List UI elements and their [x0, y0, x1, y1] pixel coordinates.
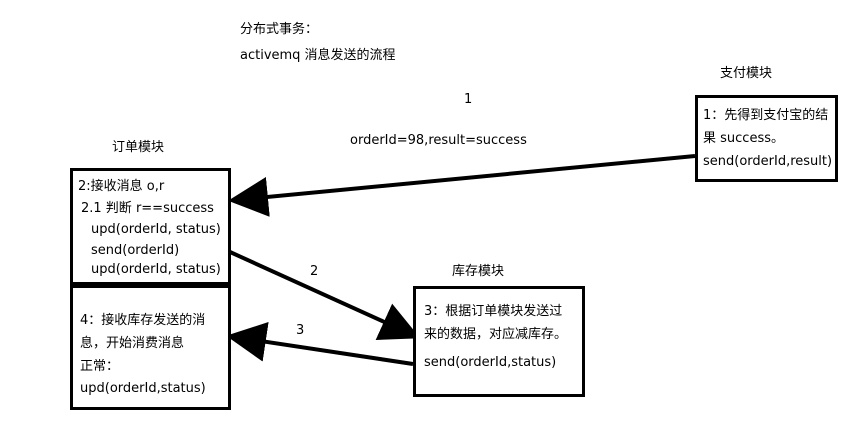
- order-line-3: upd(orderId, status): [91, 222, 221, 237]
- payment-line-1: 1：先得到支付宝的结: [703, 108, 829, 123]
- arrow-inventory-to-order: [226, 321, 414, 366]
- order-line-4: send(orderId): [91, 243, 180, 258]
- step-1-label: orderId=98,result=success: [350, 133, 527, 148]
- inventory-line-3: send(orderId,status): [424, 355, 557, 370]
- order-consume-line-3: 正常：: [80, 359, 120, 374]
- payment-line-3: send(orderId,result): [703, 154, 833, 169]
- diagram-title: 分布式事务：: [240, 22, 319, 37]
- step-2-number: 2: [310, 264, 319, 279]
- arrow-payment-to-order: [228, 154, 696, 217]
- order-module-title: 订单模块: [112, 140, 165, 155]
- step-1-number: 1: [464, 92, 473, 107]
- payment-module-box: 1：先得到支付宝的结 果 success。 send(orderId,resul…: [695, 95, 838, 182]
- inventory-line-1: 3：根据订单模块发送过: [424, 304, 563, 319]
- step-3-number: 3: [296, 323, 305, 338]
- inventory-line-2: 来的数据，对应减库存。: [424, 327, 568, 342]
- order-line-5: upd(orderId, status): [91, 262, 221, 277]
- inventory-module-box: 3：根据订单模块发送过 来的数据，对应减库存。 send(orderId,sta…: [413, 286, 585, 397]
- order-line-2: 2.1 判断 r==success: [81, 201, 214, 216]
- order-consume-line-1: 4：接收库存发送的消: [80, 313, 206, 328]
- order-line-1: 2:接收消息 o,r: [78, 179, 165, 194]
- payment-line-2: 果 success。: [703, 131, 784, 146]
- order-module-box-bottom: 4：接收库存发送的消 息，开始消费消息 正常： upd(orderId,stat…: [70, 285, 231, 410]
- order-consume-line-2: 息，开始消费消息: [80, 336, 185, 351]
- inventory-module-title: 库存模块: [452, 264, 505, 279]
- diagram-subtitle: activemq 消息发送的流程: [240, 48, 396, 63]
- order-module-box-top: 2:接收消息 o,r 2.1 判断 r==success upd(orderId…: [70, 168, 231, 285]
- order-consume-line-4: upd(orderId,status): [80, 381, 206, 396]
- arrow-order-to-inventory: [229, 250, 421, 340]
- payment-module-title: 支付模块: [720, 66, 773, 81]
